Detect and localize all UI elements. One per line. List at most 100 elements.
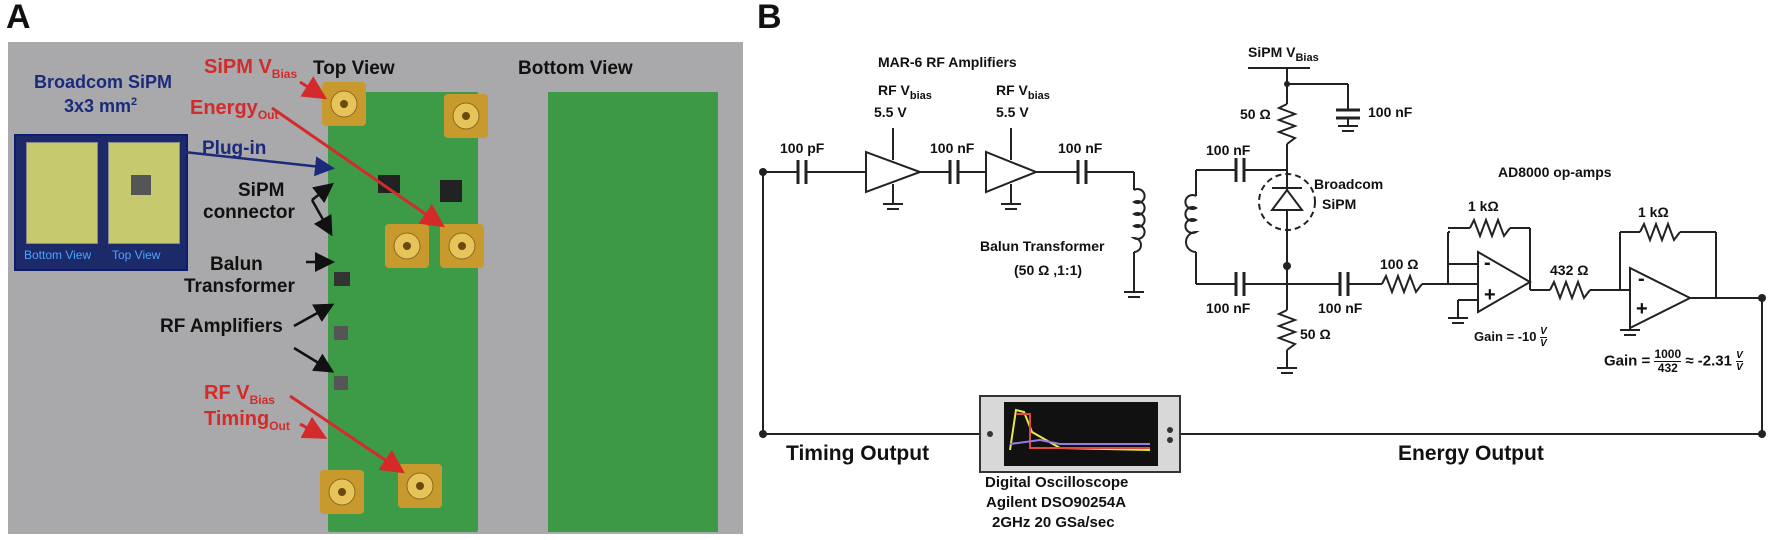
- gain-1-frac: V V: [1540, 326, 1547, 349]
- arrow-energy-out: [271, 106, 445, 228]
- scope-trace-purple: [1009, 438, 1150, 445]
- sipm-diode: [1258, 173, 1316, 231]
- rf-amp-component-2: [334, 376, 348, 390]
- timing-out-label: TimingOut: [204, 408, 290, 433]
- scope-label-3: 2GHz 20 GSa/sec: [992, 514, 1115, 531]
- sipm-vbias-schematic: SiPM VBias: [1248, 44, 1319, 64]
- sma-connector-sipm-vbias: [322, 82, 366, 126]
- resistor-1k-b: [1639, 221, 1681, 243]
- resistor-50-top: [1276, 103, 1298, 145]
- opamp1-minus: -: [1484, 252, 1491, 274]
- sipm-inset: Bottom View Top View: [14, 134, 188, 271]
- rf-vbias-1-sub: bias: [909, 89, 932, 102]
- cap-100nf-4: 100 nF: [1206, 300, 1251, 316]
- sipm-vbias-main: SiPM V: [204, 56, 272, 78]
- sipm-size-sup: 2: [131, 96, 138, 108]
- pcb-bottom-view: [548, 92, 718, 532]
- balun-spec: (50 Ω ,1:1): [1014, 262, 1083, 278]
- sipm-connector-label-2: connector: [203, 202, 295, 223]
- arrow-timing-out: [299, 416, 328, 439]
- rf-vbias-2-main: RF V: [996, 82, 1028, 98]
- resistor-100: [1381, 273, 1423, 295]
- energy-out-label: EnergyOut: [190, 97, 278, 122]
- sipm-size: 3x3 mm2: [64, 96, 137, 117]
- opamp1-plus: +: [1484, 284, 1496, 306]
- ad8000-title: AD8000 op-amps: [1498, 164, 1612, 180]
- resistor-432: [1549, 279, 1591, 301]
- sipm-connector-label-1: SiPM: [238, 180, 285, 201]
- res-50-bottom: 50 Ω: [1300, 326, 1331, 342]
- plug-in-label: Plug-in: [202, 138, 267, 159]
- sipm-size-text: 3x3 mm: [64, 96, 132, 116]
- cap-100nf-2: 100 nF: [1058, 140, 1103, 156]
- timing-out-sub: Out: [269, 419, 290, 433]
- rf-vbias-2-sub: bias: [1027, 89, 1050, 102]
- sipm-vbias-schematic-main: SiPM V: [1248, 44, 1296, 60]
- scope-label-1: Digital Oscilloscope: [985, 474, 1129, 491]
- gain-2-unit-num: V: [1736, 350, 1743, 362]
- cap-100nf-sipm: 100 nF: [1368, 104, 1413, 120]
- res-100: 100 Ω: [1380, 256, 1419, 272]
- balun-component: [334, 272, 350, 286]
- cap-100nf-5: 100 nF: [1318, 300, 1363, 316]
- sma-connector-mid-left: [385, 224, 429, 268]
- sipm-vbias-sub: Bias: [271, 67, 298, 81]
- resistor-50-bottom: [1276, 309, 1298, 351]
- sma-connector-timing-out: [320, 470, 364, 514]
- gain-1-den: V: [1540, 338, 1547, 349]
- arrow-plug-in: [183, 150, 335, 177]
- sipm-chip-bottom: [26, 142, 98, 244]
- rf-amplifiers-label: RF Amplifiers: [160, 316, 283, 337]
- arrow-rf-amp-2: [293, 346, 335, 373]
- arrow-sipm-vbias: [299, 76, 328, 100]
- scope-trace-red: [1016, 413, 1150, 449]
- rf-vbias-sub: Bias: [249, 393, 275, 407]
- arrow-rf-vbias: [289, 394, 405, 474]
- rf-vbias-2: RF Vbias: [996, 82, 1050, 102]
- oscilloscope: [979, 395, 1181, 473]
- mar6-title: MAR-6 RF Amplifiers: [878, 54, 1017, 70]
- res-50-top: 50 Ω: [1240, 106, 1271, 122]
- sipm-vbias-schematic-sub: Bias: [1295, 51, 1319, 64]
- rf-amp-component-1: [334, 326, 348, 340]
- sma-connector-rf-vbias: [398, 464, 442, 508]
- rf-vbias-main: RF V: [204, 382, 250, 404]
- resistor-1k-a: [1469, 217, 1511, 239]
- cap-100nf-3: 100 nF: [1206, 142, 1251, 158]
- res-1k-a: 1 kΩ: [1468, 198, 1499, 214]
- rf-vbias-1: RF Vbias: [878, 82, 932, 102]
- ic-chip-1: [378, 175, 400, 193]
- rf-vbias-1-main: RF V: [878, 82, 910, 98]
- opamp2-plus: +: [1636, 298, 1648, 320]
- timing-output-label: Timing Output: [786, 442, 930, 465]
- gain-1: Gain = -10 V V: [1474, 326, 1547, 349]
- energy-out-sub: Out: [257, 108, 279, 122]
- gain-2-den: 432: [1657, 361, 1678, 375]
- sipm-chip-top: [108, 142, 180, 244]
- sipm-vbias-label: SiPM VBias: [204, 56, 297, 81]
- balun-label-2: Transformer: [184, 276, 295, 297]
- gain-2-num: 1000: [1654, 347, 1682, 362]
- arrow-connector-2: [310, 199, 333, 237]
- rf-voltage-2: 5.5 V: [996, 104, 1029, 120]
- panel-a-letter: A: [6, 0, 31, 36]
- panel-b-letter: B: [757, 0, 782, 36]
- op-amp-2: [1629, 266, 1693, 330]
- timing-out-main: Timing: [204, 408, 270, 430]
- sipm-sensor-square: [131, 175, 151, 195]
- arrow-connector-1: [311, 182, 334, 204]
- bottom-view-label: Bottom View: [518, 58, 633, 79]
- rf-amplifier-1: [865, 128, 923, 204]
- chip-top-view-label: Top View: [112, 248, 161, 262]
- gain-2-approx: ≈ -2.31: [1685, 352, 1732, 370]
- balun-label: Balun Transformer: [980, 238, 1105, 254]
- ic-chip-2: [440, 180, 462, 202]
- gain-1-num: V: [1540, 326, 1547, 338]
- sma-connector-energy-top: [444, 94, 488, 138]
- gain-2: Gain = 1000 432 ≈ -2.31 V V: [1604, 348, 1743, 375]
- balun-label-1: Balun: [210, 254, 263, 275]
- top-view-label: Top View: [313, 58, 395, 79]
- rf-voltage-1: 5.5 V: [874, 104, 907, 120]
